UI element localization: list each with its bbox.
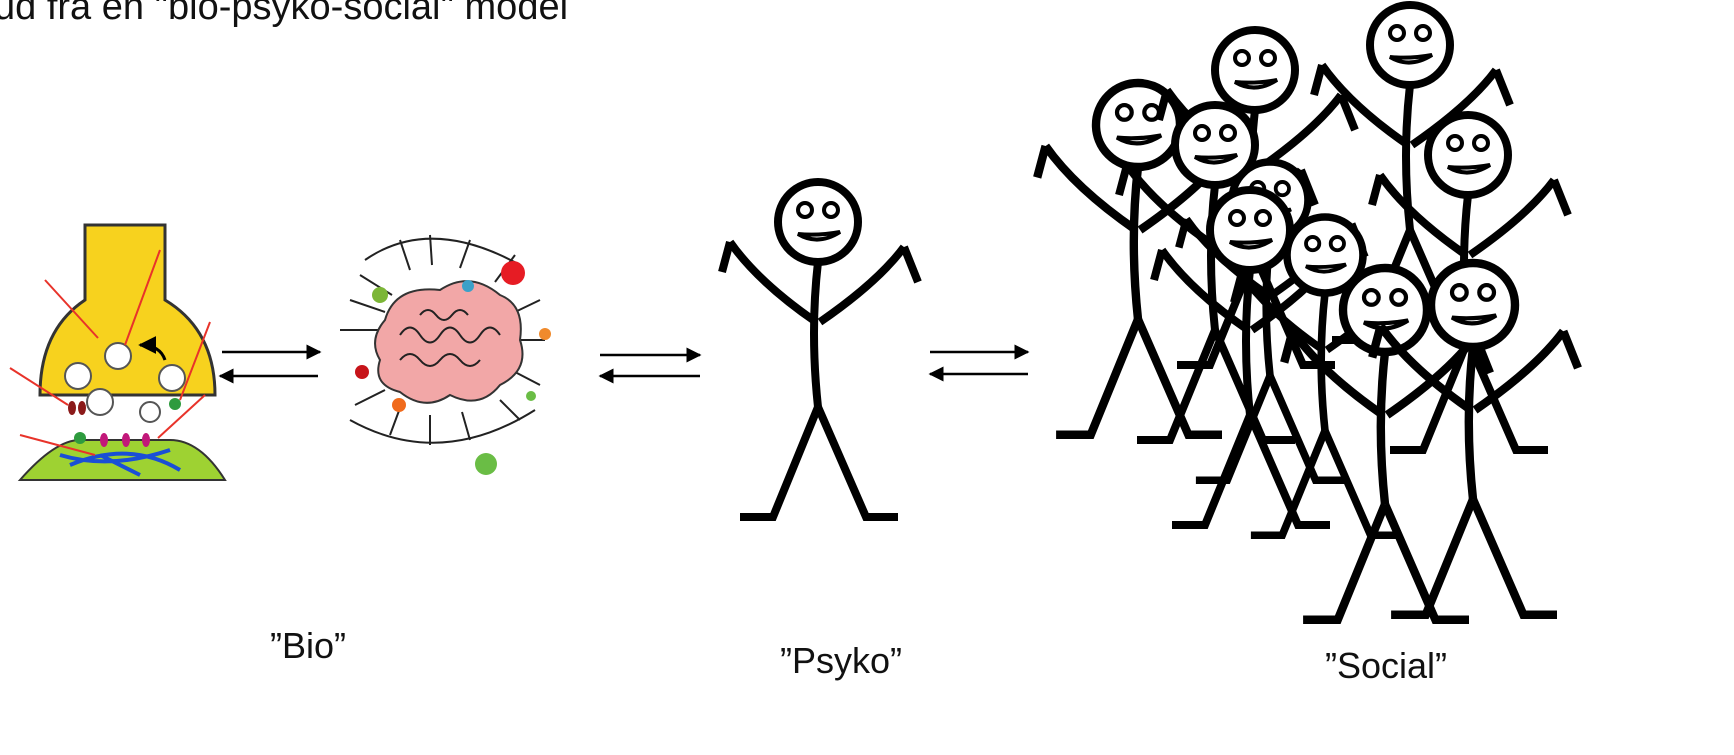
stick-figure-individual [722,182,918,517]
arrow-pair-psyko-to-social [928,344,1030,382]
arrow-pair-bio-to-brain [218,344,322,384]
psyko-label: ”Psyko” [780,640,903,681]
slide-title: ud fra en "bio-psyko-social" model [0,0,569,28]
social-label: ”Social” [1325,645,1448,686]
bio-label: ”Bio” [270,625,347,666]
brain-illustration [340,234,551,475]
synapse-illustration [9,223,227,481]
arrow-pair-brain-to-psyko [598,347,702,384]
stick-figure-crowd [1037,5,1578,620]
